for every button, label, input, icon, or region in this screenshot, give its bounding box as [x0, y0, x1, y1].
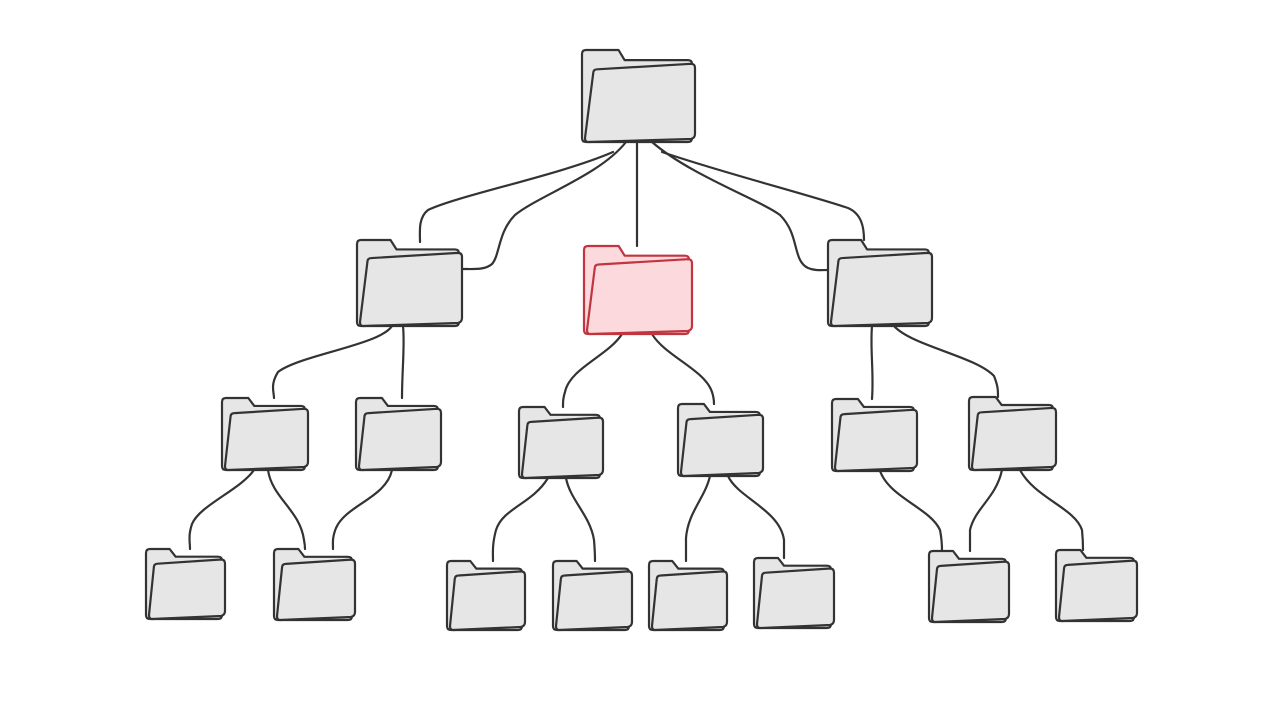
folder-icon[interactable]	[220, 396, 310, 472]
connector-root-to-left	[418, 150, 615, 244]
connector-m1-to-d	[564, 476, 597, 563]
connector-mid-to-m2	[650, 332, 716, 406]
connector-root-to-right	[650, 140, 830, 272]
connector-r1-to-g	[878, 469, 944, 553]
folder-icon[interactable]	[752, 556, 836, 630]
connector-r2-to-h	[1018, 468, 1085, 552]
folder-front-panel	[585, 258, 694, 336]
folder-icon[interactable]	[967, 395, 1058, 472]
folder-front-panel	[275, 558, 357, 622]
folder-front-panel	[448, 570, 527, 632]
folder-icon[interactable]	[647, 559, 729, 632]
folder-icon[interactable]	[272, 547, 357, 622]
folder-front-panel	[970, 406, 1058, 472]
connector-root-to-right	[660, 150, 866, 242]
folder-front-panel	[223, 407, 310, 472]
folder-nodes	[144, 48, 1139, 632]
folder-front-panel	[1057, 559, 1139, 623]
folder-front-panel	[650, 570, 729, 632]
connector-left-to-l1	[271, 324, 394, 400]
folder-icon[interactable]	[355, 238, 464, 328]
folder-front-panel	[829, 251, 934, 328]
folder-front-panel	[583, 62, 697, 144]
folder-front-panel	[755, 567, 836, 630]
folder-icon[interactable]	[144, 547, 227, 621]
folder-front-panel	[520, 416, 605, 480]
folder-icon[interactable]	[551, 559, 634, 632]
connector-l1-to-b	[266, 468, 307, 551]
folder-icon[interactable]	[354, 396, 443, 472]
folder-front-panel	[930, 560, 1011, 624]
folder-icon[interactable]	[676, 402, 765, 478]
folder-icon[interactable]	[927, 549, 1011, 624]
connector-r2-to-g	[968, 468, 1004, 553]
connector-m2-to-e	[684, 474, 712, 563]
connector-right-to-r2	[892, 324, 1000, 399]
folder-front-panel	[357, 407, 443, 472]
folder-icon[interactable]	[830, 397, 919, 473]
folder-icon[interactable]	[580, 48, 697, 144]
connector-right-to-r1	[870, 324, 874, 401]
folder-icon[interactable]	[826, 238, 934, 328]
connector-mid-to-m1	[561, 332, 624, 409]
connector-root-to-left	[460, 140, 628, 271]
folder-front-panel	[358, 251, 464, 328]
folder-icon[interactable]	[517, 405, 605, 480]
folder-icon[interactable]	[445, 559, 527, 632]
connector-l2-to-b	[331, 468, 394, 551]
folder-icon[interactable]	[1054, 548, 1139, 623]
connector-l1-to-a	[188, 468, 256, 551]
folder-front-panel	[679, 413, 765, 478]
connector-lines	[188, 138, 1085, 563]
folder-front-panel	[147, 558, 227, 621]
connector-left-to-l2	[400, 324, 405, 400]
folder-icon-highlighted[interactable]	[582, 244, 694, 336]
connector-m1-to-c	[491, 476, 550, 563]
folder-front-panel	[833, 408, 919, 473]
connector-m2-to-f	[726, 474, 786, 560]
folder-front-panel	[554, 570, 634, 632]
